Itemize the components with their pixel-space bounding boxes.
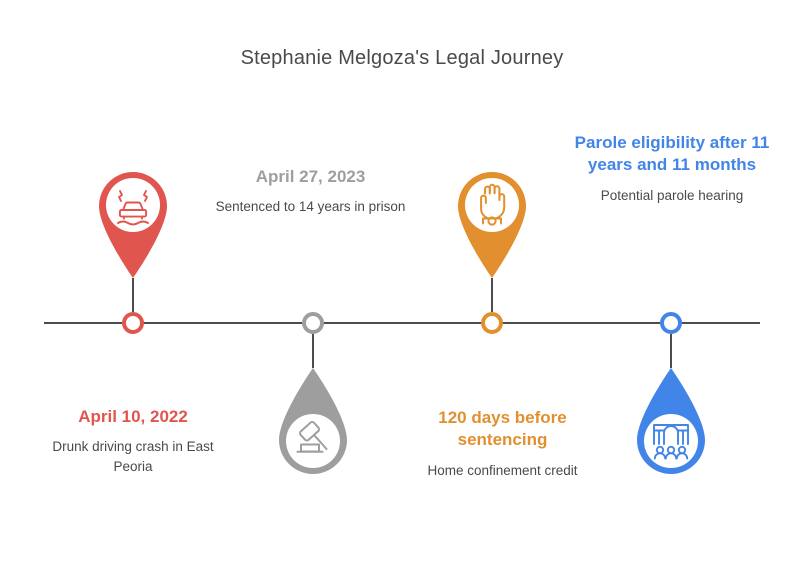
event-block-crash: April 10, 2022 Drunk driving crash in Ea… [37, 406, 229, 477]
event-detail-crash: Drunk driving crash in East Peoria [52, 439, 214, 474]
event-headline-sentencing: April 27, 2023 [255, 167, 366, 186]
connector-parole [670, 334, 672, 368]
car-crash-icon [99, 171, 167, 278]
node-sentencing[interactable] [302, 312, 324, 334]
event-headline-parole: Parole eligibility after 11 years and 11… [574, 133, 770, 175]
event-block-home-confinement: 120 days before sentencing Home confinem… [405, 407, 600, 480]
courtroom-people-icon [637, 368, 705, 475]
marker-crash[interactable] [85, 158, 181, 280]
connector-home-confinement [491, 278, 493, 312]
timeline-axis [44, 322, 760, 324]
marker-sentencing[interactable] [265, 366, 361, 488]
marker-home-confinement[interactable] [444, 158, 540, 280]
event-block-parole: Parole eligibility after 11 years and 11… [573, 132, 771, 205]
page-title: Stephanie Melgoza's Legal Journey [240, 47, 564, 69]
event-detail-home-confinement: Home confinement credit [427, 462, 578, 478]
event-detail-sentencing: Sentenced to 14 years in prison [215, 199, 406, 215]
node-parole[interactable] [660, 312, 682, 334]
event-headline-home-confinement: 120 days before sentencing [438, 408, 567, 450]
connector-crash [132, 278, 134, 312]
connector-sentencing [312, 334, 314, 368]
gavel-icon [279, 368, 347, 475]
node-home-confinement[interactable] [481, 312, 503, 334]
event-block-sentencing: April 27, 2023 Sentenced to 14 years in … [213, 166, 408, 217]
handcuffed-hand-icon [458, 171, 526, 278]
node-crash[interactable] [122, 312, 144, 334]
event-headline-crash: April 10, 2022 [78, 407, 188, 426]
marker-parole[interactable] [623, 366, 719, 488]
event-detail-parole: Potential parole hearing [600, 187, 744, 203]
